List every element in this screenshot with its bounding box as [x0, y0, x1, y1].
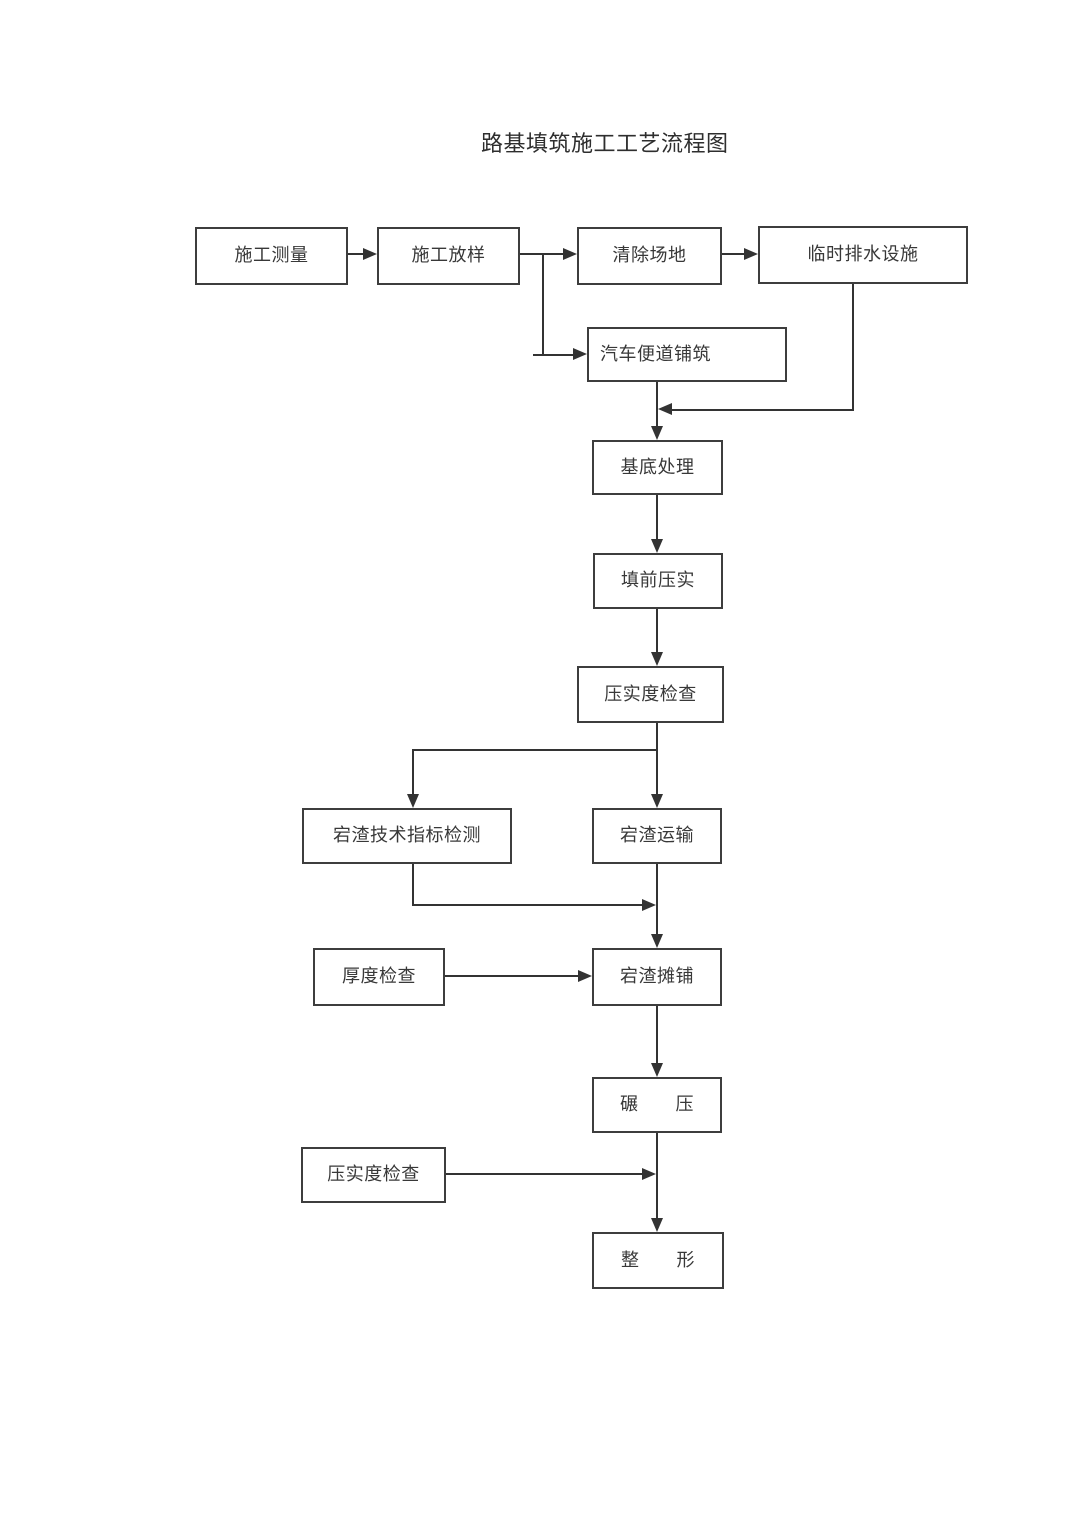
edge-drainage-merge-horizontal [671, 409, 854, 411]
edge-index-testing-merge-vertical [412, 864, 414, 906]
edge-branch-to-index-testing-arrowhead [407, 794, 419, 808]
node-thickness-check: 厚度检查 [313, 948, 445, 1006]
edge-survey-to-layout-arrowhead [363, 248, 377, 260]
edge-layout-to-clear-site-arrowhead [563, 248, 577, 260]
node-access-road-paving: 汽车便道铺筑 [587, 327, 787, 382]
edge-rolling-to-shaping-arrowhead [651, 1218, 663, 1232]
edge-base-treatment-to-pre-fill [656, 495, 658, 540]
node-rolling: 碾 压 [592, 1077, 722, 1133]
edge-check1-branch-stem [656, 723, 658, 751]
edge-layout-to-access-road-arrowhead [573, 348, 587, 360]
edge-branch-to-transport-arrowhead [651, 794, 663, 808]
node-clear-site: 清除场地 [577, 227, 722, 285]
node-pre-fill-compaction: 填前压实 [593, 553, 723, 609]
edge-index-testing-merge-arrowhead [642, 899, 656, 911]
edge-pre-fill-to-check1 [656, 609, 658, 653]
node-compaction-check-1: 压实度检查 [577, 666, 724, 723]
edge-clear-site-to-drainage [722, 253, 745, 255]
edge-thickness-check-to-spreading-arrowhead [578, 970, 592, 982]
edge-access-road-to-base-treatment [656, 382, 658, 427]
edge-branch-to-transport [656, 749, 658, 795]
edge-pre-fill-to-check1-arrowhead [651, 652, 663, 666]
edge-rolling-to-shaping [656, 1133, 658, 1219]
node-temporary-drainage: 临时排水设施 [758, 226, 968, 284]
node-base-treatment: 基底处理 [592, 440, 723, 495]
edge-check2-to-shaping [446, 1173, 643, 1175]
node-compaction-check-2: 压实度检查 [301, 1147, 446, 1203]
edge-check2-to-shaping-arrowhead [642, 1168, 656, 1180]
edge-transport-to-spreading-arrowhead [651, 934, 663, 948]
edge-access-road-to-base-treatment-arrowhead [651, 426, 663, 440]
node-construction-survey: 施工测量 [195, 227, 348, 285]
edge-branch-to-index-testing [412, 749, 414, 795]
edge-clear-site-to-drainage-arrowhead [744, 248, 758, 260]
edge-spreading-to-rolling [656, 1006, 658, 1064]
node-shaping: 整 形 [592, 1232, 724, 1289]
node-rock-debris-spreading: 宕渣摊铺 [592, 948, 722, 1006]
node-rock-debris-index-testing: 宕渣技术指标检测 [302, 808, 512, 864]
edge-layout-to-access-road-vertical [542, 253, 544, 356]
edge-transport-to-spreading [656, 864, 658, 936]
edge-drainage-merge-arrowhead [658, 403, 672, 415]
edge-base-treatment-to-pre-fill-arrowhead [651, 539, 663, 553]
edge-check1-branch-horizontal [412, 749, 658, 751]
edge-layout-to-access-road-horizontal [533, 354, 574, 356]
edge-index-testing-merge-horizontal [412, 904, 643, 906]
edge-survey-to-layout [348, 253, 364, 255]
edge-drainage-merge-vertical [852, 284, 854, 411]
edge-spreading-to-rolling-arrowhead [651, 1063, 663, 1077]
node-construction-layout: 施工放样 [377, 227, 520, 285]
node-rock-debris-transport: 宕渣运输 [592, 808, 722, 864]
edge-thickness-check-to-spreading [445, 975, 579, 977]
page-title: 路基填筑施工工艺流程图 [481, 131, 729, 156]
